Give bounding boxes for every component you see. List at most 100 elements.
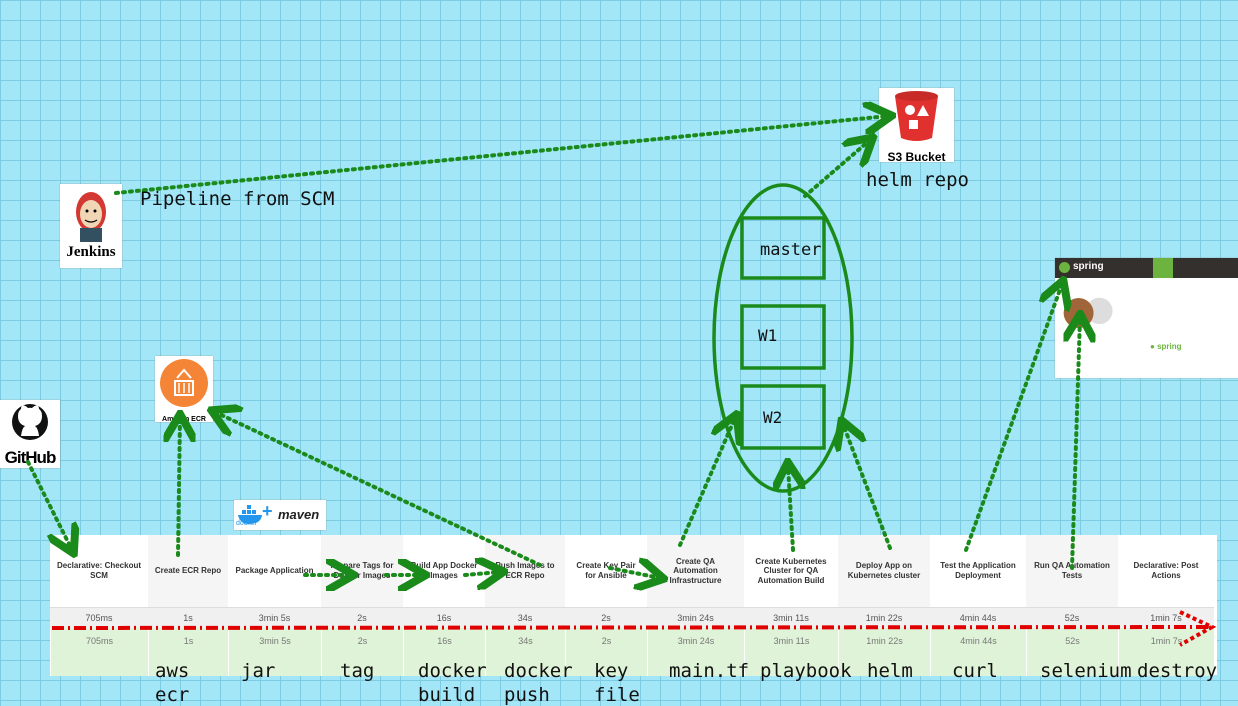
stage-avg-time: 4min 44s (930, 607, 1026, 628)
tool-word: key (594, 660, 629, 682)
jenkins-label: Jenkins (66, 244, 116, 260)
tool-word: selenium (1040, 660, 1132, 682)
stage-name: Run QA Automation Tests (1026, 535, 1118, 607)
stage-avg-time: 1min 7s (1118, 607, 1214, 628)
spring-footer-logo: ● spring (1150, 342, 1182, 351)
stage-name: Create QA Automation Infrastructure (647, 535, 744, 607)
stage-run-cell[interactable]: 52s (1026, 628, 1118, 676)
maven-label: maven (278, 507, 320, 522)
w1-label: W1 (758, 326, 778, 345)
stage-name: Deploy App on Kubernetes cluster (838, 535, 930, 607)
github-label: GitHub (4, 448, 57, 467)
stage-run-cell[interactable]: 4min 44s (930, 628, 1026, 676)
tool-word: jar (241, 660, 276, 682)
spring-navbar: spring (1055, 258, 1238, 278)
stage-avg-time: 3min 5s (228, 607, 321, 628)
ecr-container-icon (160, 359, 208, 407)
stage-run-cell[interactable]: 3min 11s (744, 628, 838, 676)
github-logo: GitHub (0, 400, 60, 468)
stage-name: Prepare Tags for Docker Images (321, 535, 403, 607)
arrow-cluster-to-s3 (803, 140, 870, 198)
stage-name: Build App Docker Images (410, 561, 478, 580)
ecr-label: Amazon ECR (162, 416, 206, 423)
pipeline-from-scm-label: Pipeline from SCM (140, 188, 335, 210)
stage-avg-time: 3min 11s (744, 607, 838, 628)
stage-avg-time: 1min 22s (838, 607, 930, 628)
stage-avg-time: 705ms (50, 607, 148, 628)
tool-word: docker (504, 660, 573, 682)
tool-word-line2: push (504, 684, 550, 706)
stage-name: Create Kubernetes Cluster for QA Automat… (755, 556, 827, 585)
stage-run-cell[interactable]: 2s (565, 628, 647, 676)
arrow-qa-infra-to-cluster (678, 418, 735, 547)
stage-run-cell[interactable]: 2s (321, 628, 403, 676)
w2-node-box (740, 384, 826, 450)
stage-run-cell[interactable]: 16s (403, 628, 485, 676)
stage-name: Package Application (235, 566, 314, 576)
stage-name: Test the Application Deployment (940, 561, 1016, 580)
stage-run-cell[interactable]: 705ms (50, 628, 148, 676)
stage-avg-time: 1s (148, 607, 228, 628)
stage-run-cell[interactable]: 1s (148, 628, 228, 676)
plus-icon: + (262, 501, 273, 521)
spring-nav-label: spring (1073, 261, 1104, 272)
master-label: master (760, 240, 822, 260)
stage-avg-time: 2s (321, 607, 403, 628)
jenkins-icon (76, 192, 106, 242)
stage-name: Declarative: Checkout SCM (56, 561, 142, 580)
stage-name: Create Key Pair for Ansible (576, 561, 636, 580)
stage-avg-time: 34s (485, 607, 565, 628)
spring-nav-tab (1153, 258, 1173, 278)
jenkins-logo: Jenkins (60, 184, 122, 268)
w1-node-box (740, 304, 826, 370)
helm-repo-label: helm repo (866, 169, 969, 191)
s3-bucket-icon (895, 91, 938, 141)
stage-name: Declarative: Post Actions (1133, 561, 1199, 580)
tool-word-line2: ecr (155, 684, 190, 706)
pets-image (1063, 292, 1115, 334)
tool-word: main.tf (669, 660, 750, 682)
docker-label: docker (236, 520, 258, 527)
tool-word: destroy (1137, 660, 1218, 682)
tool-word: aws (155, 660, 190, 682)
tool-word: curl (952, 660, 998, 682)
stage-run-cell[interactable]: 3min 24s (647, 628, 744, 676)
tool-word: playbook (760, 660, 852, 682)
github-icon (12, 404, 48, 440)
stage-run-cell[interactable]: 34s (485, 628, 565, 676)
stage-column[interactable]: Create Kubernetes Cluster for QA Automat… (744, 535, 838, 676)
arrow-deploy-to-cluster (843, 424, 892, 550)
k8s-cluster-ellipse (712, 183, 854, 493)
tool-word-line2: build (418, 684, 476, 706)
tool-word: helm (867, 660, 913, 682)
stage-name: Push Images to ECR Repo (485, 535, 565, 607)
arrow-test-to-spring (964, 284, 1062, 552)
spring-app-screenshot: spring ● spring (1055, 258, 1238, 378)
stage-avg-time: 3min 24s (647, 607, 744, 628)
stage-run-cell[interactable]: 3min 5s (228, 628, 321, 676)
s3-logo: S3 Bucket (879, 88, 954, 164)
spring-leaf-icon (1059, 262, 1070, 273)
stage-name: Create ECR Repo (148, 535, 228, 607)
tool-word: tag (340, 660, 375, 682)
s3-label: S3 Bucket (887, 150, 946, 164)
ecr-logo: Amazon ECR (155, 356, 213, 423)
w2-label: W2 (763, 408, 783, 427)
stage-avg-time: 16s (403, 607, 485, 628)
stage-avg-time: 2s (565, 607, 647, 628)
stage-run-cell[interactable]: 1min 22s (838, 628, 930, 676)
arrow-jenkins-to-s3 (114, 116, 888, 195)
